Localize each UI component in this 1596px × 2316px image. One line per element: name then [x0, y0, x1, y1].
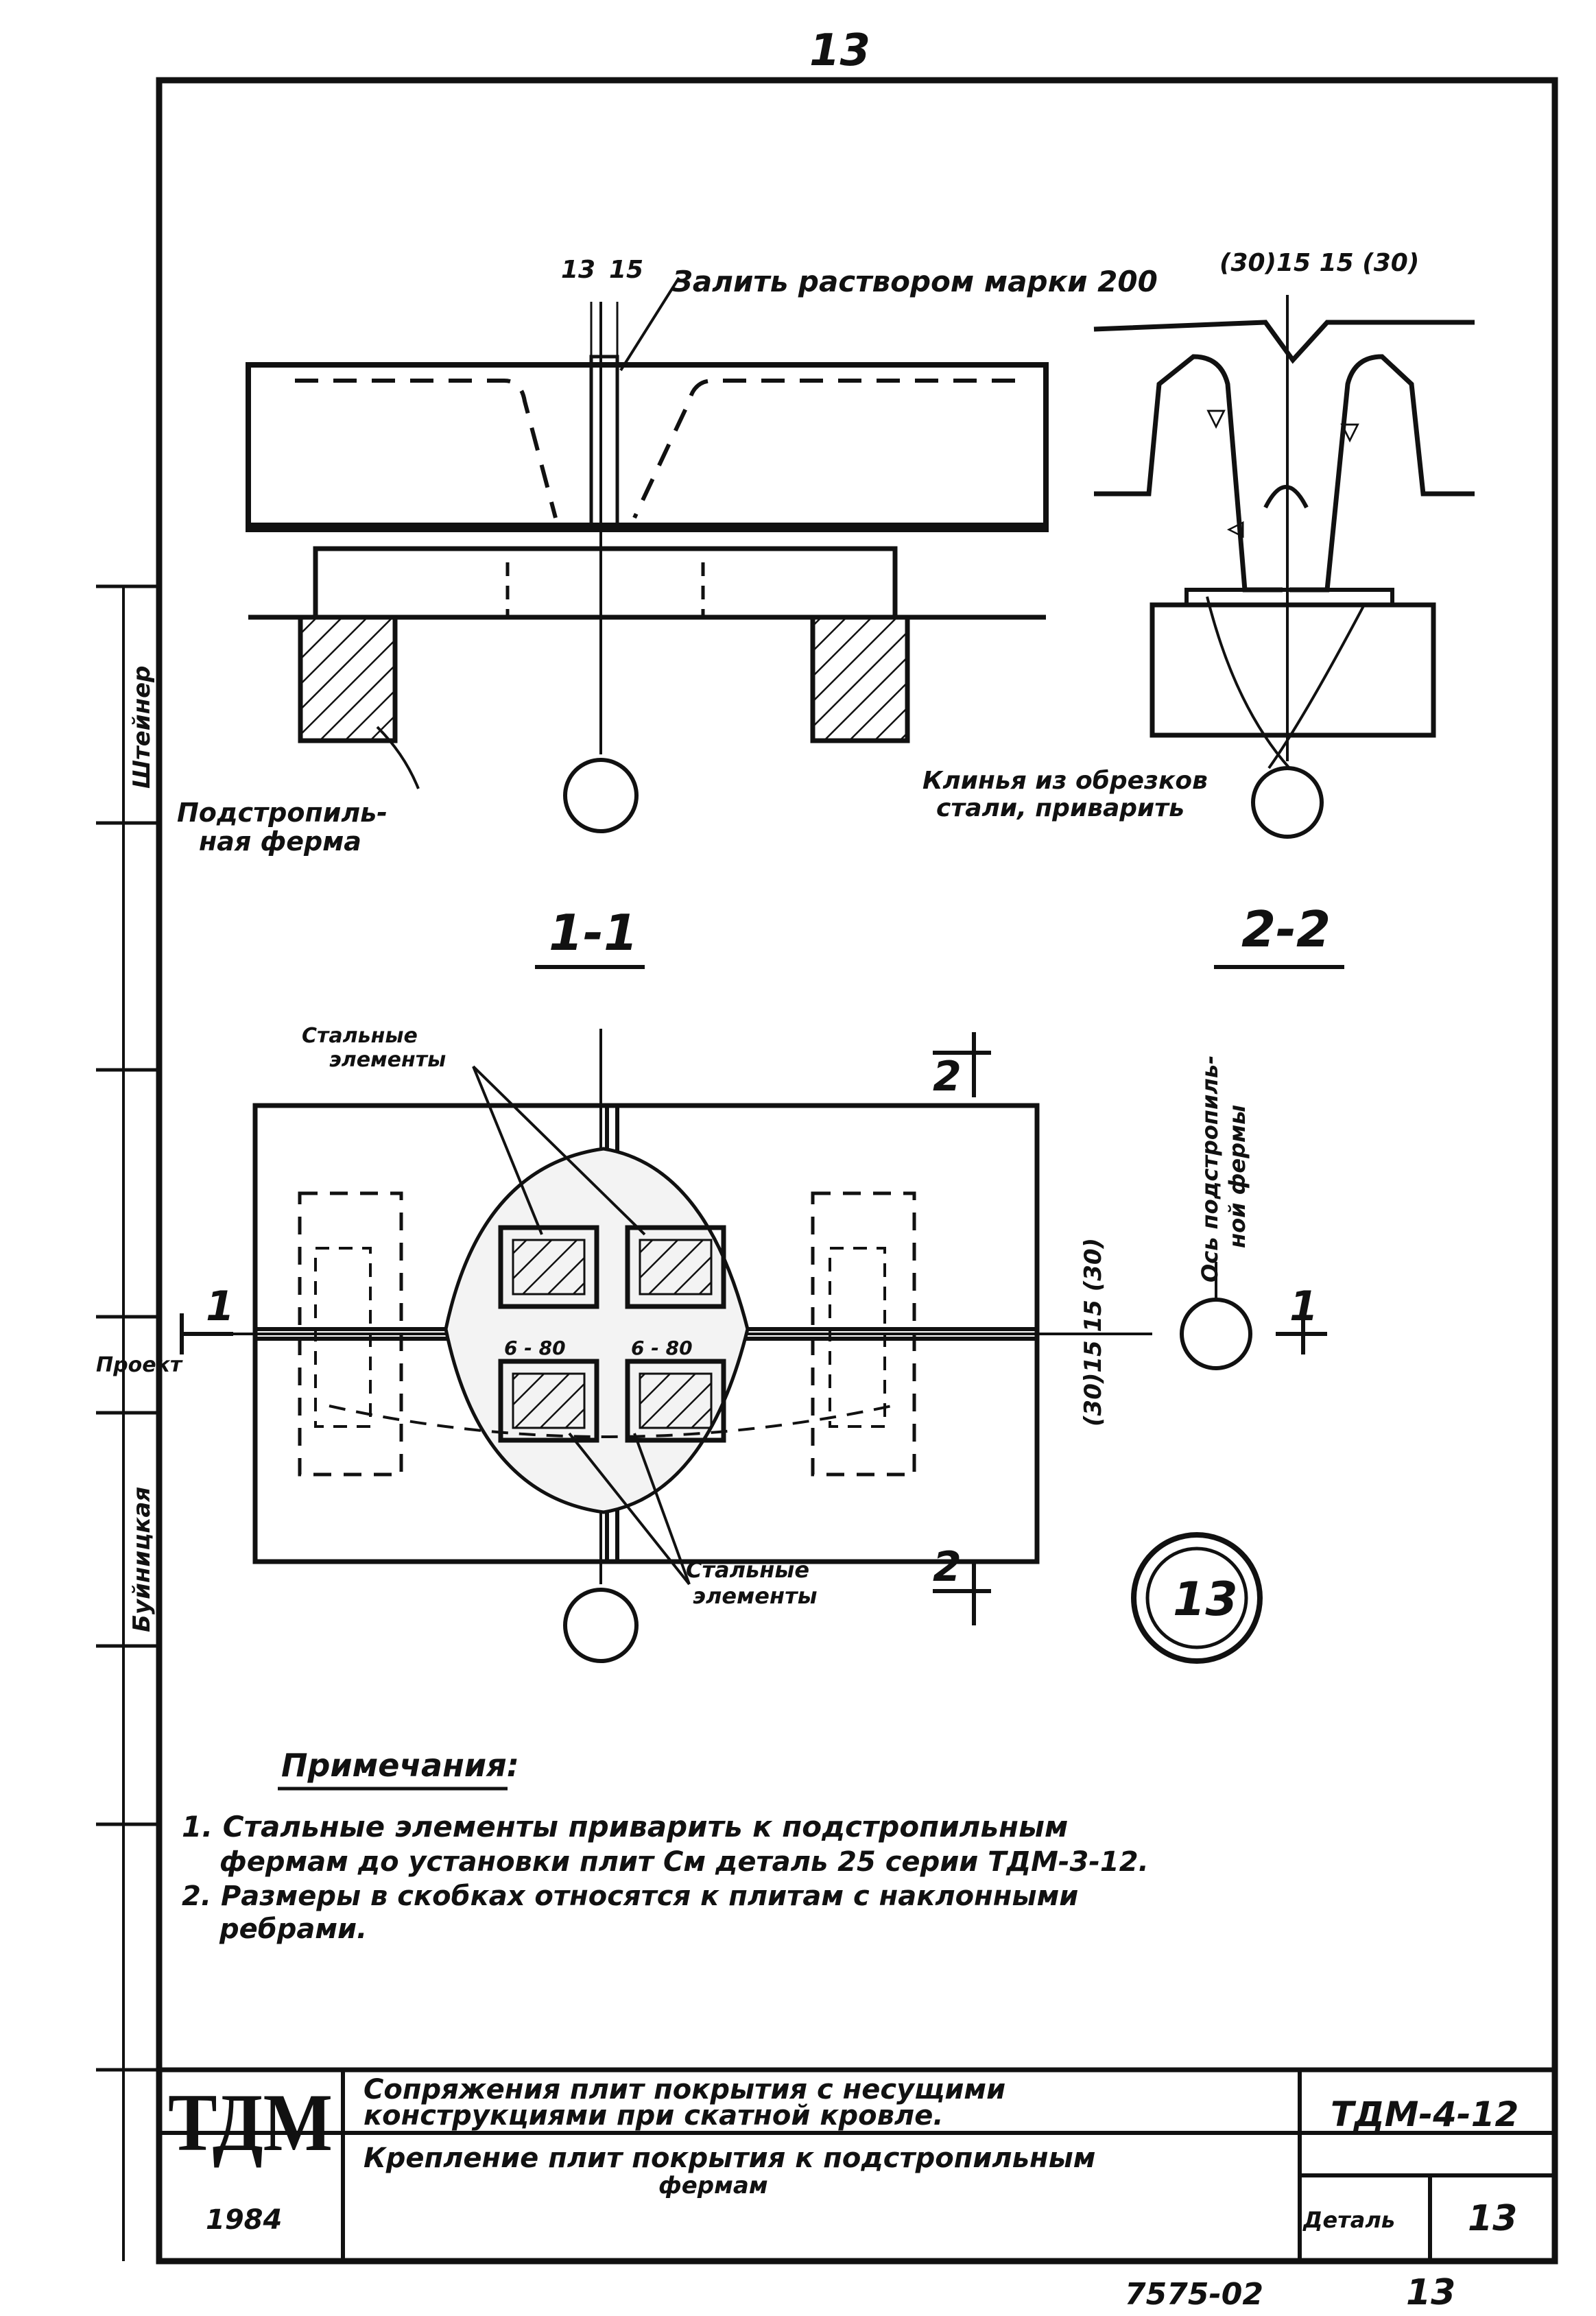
svg-text:◁: ◁: [1228, 516, 1243, 540]
steel-top-line2: элементы: [329, 1048, 446, 1072]
note-2-line2: ребрами.: [219, 1913, 367, 1945]
dim-15: 15: [609, 256, 643, 284]
svg-text:▽: ▽: [1207, 404, 1226, 431]
stamp-name-1: Штейнер: [128, 666, 156, 789]
sheet-frame: [156, 77, 1558, 2265]
title-lower-line2: фермам: [658, 2172, 768, 2199]
note-1-line1: 1. Стальные элементы приварить к подстро…: [182, 1810, 1068, 1843]
section-2-2-dims: (30)15 15 (30): [1219, 249, 1419, 277]
truss-label-line2: ная ферма: [199, 826, 361, 857]
title-lower-line1: Крепление плит покрытия к подстропильным: [364, 2142, 1095, 2174]
title-block-logo: ТДМ: [168, 2077, 333, 2168]
svg-text:▽: ▽: [1341, 418, 1359, 445]
page-number-top: 13: [809, 25, 870, 76]
notes-heading: Примечания:: [281, 1747, 519, 1784]
section-2-2-drawing: ▽ ▽ ◁: [1093, 295, 1475, 839]
truss-label-line1: Подстропиль-: [177, 798, 388, 828]
section-1-1-title: 1-1: [549, 904, 638, 962]
weld-right: 6 - 80: [631, 1337, 693, 1359]
title-upper-line2: конструкциями при скатной кровле.: [364, 2100, 944, 2132]
note-1-line2: фермам до установки плит См деталь 25 се…: [219, 1846, 1149, 1878]
wedge-label-line2: стали, приварить: [936, 794, 1184, 822]
page-number-bottom: 13: [1406, 2272, 1455, 2313]
title-block-year: 1984: [206, 2204, 282, 2236]
wedge-label-line1: Клинья из обрезков: [922, 767, 1208, 795]
title-block-detail-value: 13: [1468, 2198, 1517, 2239]
axis-note-line2: ной фермы: [1224, 1105, 1250, 1248]
plan-view-drawing: [180, 1029, 1327, 1664]
weld-left: 6 - 80: [504, 1337, 566, 1359]
title-block-series: ТДМ-4-12: [1331, 2094, 1518, 2134]
cut-marker-left: 1: [206, 1282, 235, 1330]
note-2-line1: 2. Размеры в скобках относятся к плитам …: [182, 1881, 1078, 1912]
dim-13: 13: [561, 256, 595, 284]
section-2-2-title: 2-2: [1241, 900, 1331, 958]
left-stamp-column: [96, 584, 159, 2261]
title-upper-line1: Сопряжения плит покрытия с несущими: [364, 2074, 1005, 2105]
axis-note-line1: Ось подстропиль-: [1197, 1055, 1223, 1282]
detail-number-circle: 13: [1173, 1573, 1238, 1627]
stamp-name-3: Проект: [96, 1353, 183, 1377]
cut-marker-right: 1: [1289, 1282, 1318, 1330]
cut-marker-top: 2: [933, 1053, 962, 1101]
cut-marker-bottom: 2: [933, 1543, 962, 1591]
plan-dim-vertical: (30)15 15 (30): [1080, 1238, 1107, 1426]
steel-top-line1: Стальные: [302, 1024, 418, 1048]
stamp-name-2: Буйницкая: [128, 1487, 156, 1632]
grout-note: Залить раствором марки 200: [671, 265, 1158, 298]
grout-leader: [619, 276, 680, 372]
title-block-detail-label: Деталь: [1302, 2207, 1395, 2233]
steel-bottom-line2: элементы: [693, 1583, 818, 1609]
section-1-1-drawing: [246, 302, 1049, 833]
steel-bottom-line1: Стальные: [686, 1557, 809, 1583]
inventory-number: 7575-02: [1125, 2277, 1263, 2312]
